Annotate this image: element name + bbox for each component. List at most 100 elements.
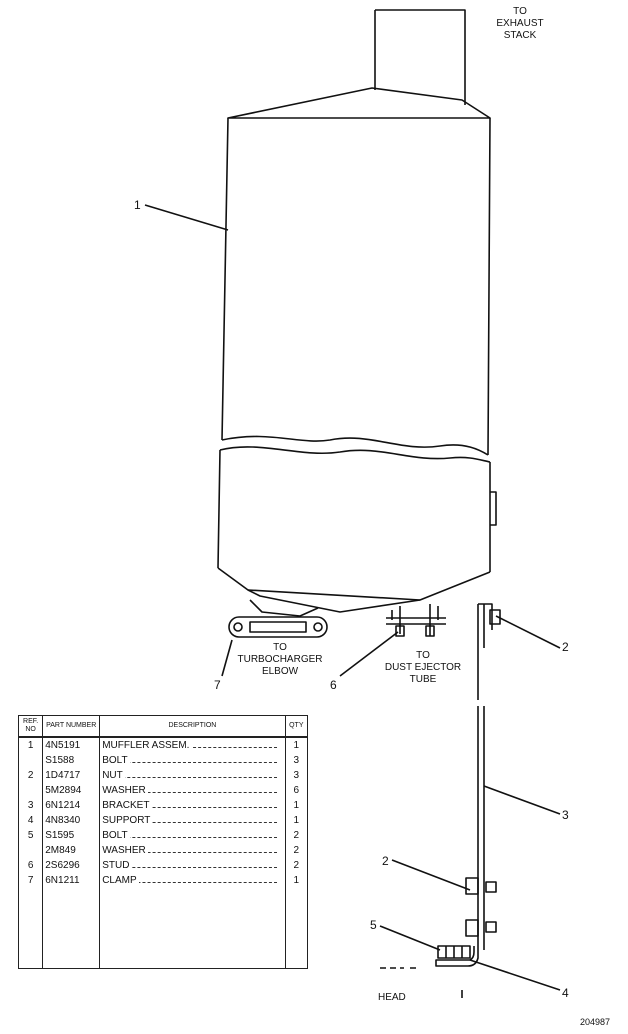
callout-1: 1 xyxy=(134,198,141,212)
turbo-label-line: ELBOW xyxy=(261,666,299,677)
break-line-top xyxy=(221,435,489,456)
header-qty: QTY xyxy=(284,715,309,738)
cell-desc-text: BOLT xyxy=(102,755,130,766)
cell-desc-text: BRACKET xyxy=(102,800,152,811)
cell-desc-text: BOLT xyxy=(102,830,130,841)
clamp xyxy=(228,616,328,638)
header-desc: DESCRIPTION xyxy=(99,715,286,738)
cell-qty: 1 xyxy=(284,813,309,828)
figure-number: 204987 xyxy=(580,1017,611,1027)
dust-label: TO DUST EJECTOR TUBE xyxy=(378,650,468,686)
leader-3 xyxy=(483,785,561,815)
cell-desc-text: MUFFLER ASSEM. xyxy=(102,740,192,751)
callout-6: 6 xyxy=(330,678,337,692)
header-ref: REF. NO xyxy=(17,715,44,738)
lower-bolt xyxy=(465,877,479,895)
upper-bracket xyxy=(477,603,493,700)
cell-part: 6N1211 xyxy=(42,873,101,888)
turbo-label: TO TURBOCHARGER ELBOW xyxy=(230,642,330,678)
bottom-cone xyxy=(217,567,491,613)
cell-ref: 2 xyxy=(17,768,44,783)
filler-cell xyxy=(284,888,309,969)
muffler-upper-body xyxy=(221,117,491,456)
cell-desc-text: SUPPORT xyxy=(102,815,153,826)
turbo-label-line: TO xyxy=(273,642,287,653)
leader-4 xyxy=(469,959,561,991)
exhaust-label-line: STACK xyxy=(503,30,537,41)
cell-part: 4N8340 xyxy=(42,813,101,828)
cell-qty: 1 xyxy=(284,737,309,753)
cell-part: 2S6296 xyxy=(42,858,101,873)
cell-ref: 7 xyxy=(17,873,44,888)
cell-qty: 2 xyxy=(284,828,309,843)
cell-qty: 2 xyxy=(284,858,309,873)
parts-table-header: REF. NO PART NUMBER DESCRIPTION QTY xyxy=(17,715,309,738)
callout-2-top: 2 xyxy=(562,640,569,654)
filler-cell xyxy=(42,888,101,969)
cell-qty: 2 xyxy=(284,843,309,858)
cell-ref xyxy=(17,753,44,768)
leader-2-top xyxy=(495,615,561,649)
cell-desc: STUD xyxy=(99,858,286,873)
leader-5 xyxy=(379,925,441,951)
cell-ref: 5 xyxy=(17,828,44,843)
header-part: PART NUMBER xyxy=(42,715,101,738)
cell-desc-text: STUD xyxy=(102,860,132,871)
cell-desc: BOLT xyxy=(99,753,286,768)
cell-desc-text: WASHER xyxy=(102,845,148,856)
cell-ref: 1 xyxy=(17,737,44,753)
leader-7 xyxy=(221,639,233,677)
filler-cell xyxy=(99,888,286,969)
cell-desc: CLAMP xyxy=(99,873,286,888)
cell-ref: 4 xyxy=(17,813,44,828)
break-line-bottom xyxy=(219,446,491,463)
cell-ref xyxy=(17,843,44,858)
cell-desc: WASHER xyxy=(99,843,286,858)
dust-ejector-studs xyxy=(391,604,439,636)
cell-desc: BRACKET xyxy=(99,798,286,813)
leader-1 xyxy=(144,204,229,231)
cell-desc-text: CLAMP xyxy=(102,875,139,886)
exhaust-label-line: EXHAUST xyxy=(496,18,544,29)
cell-part: 2M849 xyxy=(42,843,101,858)
cell-part: 1D4717 xyxy=(42,768,101,783)
callout-3: 3 xyxy=(562,808,569,822)
leader-2-bottom xyxy=(391,859,471,891)
bolt-washer xyxy=(437,945,471,959)
dust-label-line: TO xyxy=(416,650,430,661)
filler-cell xyxy=(17,888,44,969)
dust-label-line: TUBE xyxy=(409,674,437,685)
leader-6 xyxy=(339,631,399,677)
cell-part: 5M2894 xyxy=(42,783,101,798)
cell-ref: 6 xyxy=(17,858,44,873)
callout-5: 5 xyxy=(370,918,377,932)
cell-part: 4N5191 xyxy=(42,737,101,753)
cell-qty: 3 xyxy=(284,753,309,768)
cell-desc: WASHER xyxy=(99,783,286,798)
table-filler-row xyxy=(17,888,309,969)
head-label: HEAD xyxy=(378,992,406,1003)
callout-2-bottom: 2 xyxy=(382,854,389,868)
cell-qty: 3 xyxy=(284,768,309,783)
cell-desc-text: WASHER xyxy=(102,785,148,796)
cell-qty: 6 xyxy=(284,783,309,798)
top-cone xyxy=(227,87,491,119)
cell-desc: BOLT xyxy=(99,828,286,843)
cell-qty: 1 xyxy=(284,873,309,888)
callout-4: 4 xyxy=(562,986,569,1000)
cell-part: S1595 xyxy=(42,828,101,843)
cell-desc: NUT xyxy=(99,768,286,783)
cell-part: S1588 xyxy=(42,753,101,768)
exhaust-stack-tube xyxy=(374,9,466,105)
